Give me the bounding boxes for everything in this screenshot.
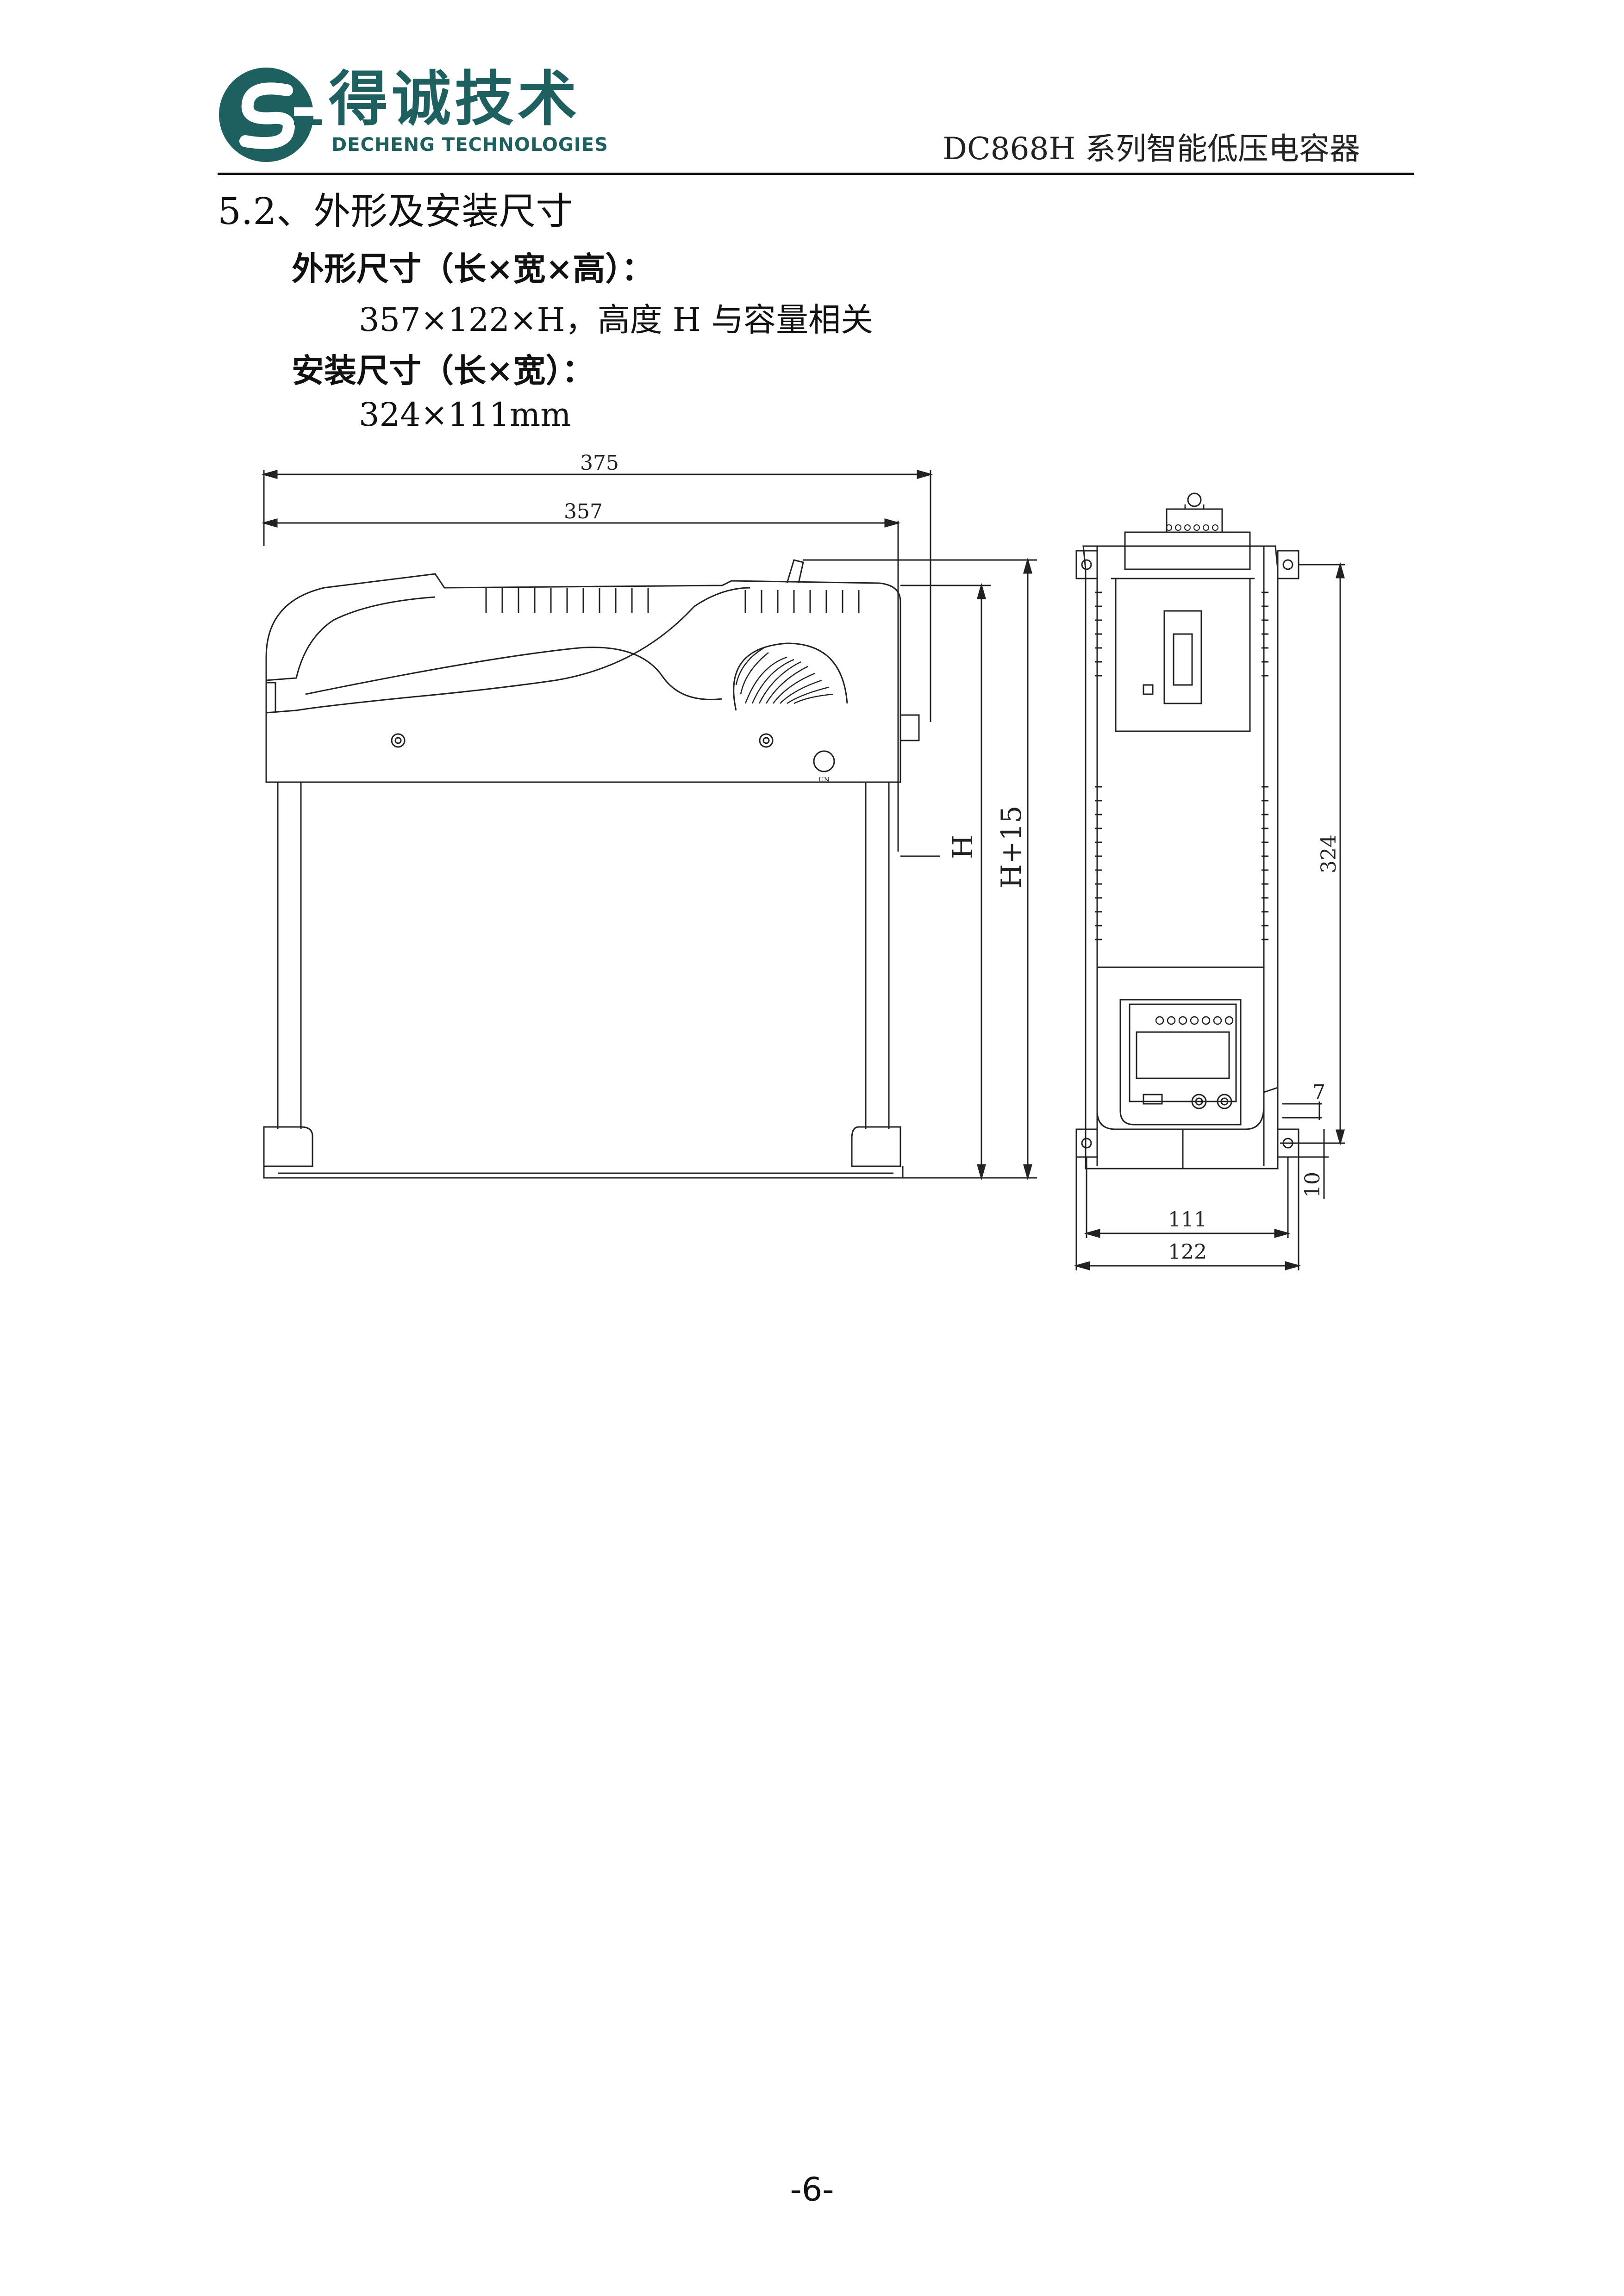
company-logo: 得诚技术 DECHENG TECHNOLOGIES <box>218 65 634 164</box>
mount-dimension-label: 安装尺寸（长×宽）： <box>292 351 594 390</box>
section-title: 5.2、外形及安装尺寸 <box>218 190 573 233</box>
run-indicator-label: UN <box>818 777 830 784</box>
outline-dimension-value: 357×122×H，高度 H 与容量相关 <box>359 301 874 339</box>
dimension-111: 111 <box>1168 1208 1207 1232</box>
dimension-H-plus-15: H+15 <box>995 806 1028 889</box>
dimension-324: 324 <box>1317 834 1341 873</box>
logo-chinese-name: 得诚技术 <box>329 65 581 134</box>
side-view: 324 7 10 111 122 <box>1074 492 1345 1270</box>
header-divider <box>218 173 1414 175</box>
logo-mark-icon <box>219 68 322 162</box>
dimension-122: 122 <box>1168 1240 1207 1264</box>
logo-english-name: DECHENG TECHNOLOGIES <box>331 134 608 156</box>
document-header-title: DC868H 系列智能低压电容器 <box>943 131 1360 167</box>
front-view: UN H H+15 375 357 <box>261 451 1037 1181</box>
page-number: -6- <box>790 2171 834 2209</box>
dimension-357: 357 <box>564 500 603 523</box>
dimension-H: H <box>947 835 979 859</box>
dimension-375: 375 <box>580 451 619 475</box>
outline-dimension-label: 外形尺寸（长×宽×高）： <box>292 249 654 288</box>
dimension-10: 10 <box>1301 1172 1324 1198</box>
dimension-7: 7 <box>1312 1081 1325 1104</box>
mount-dimension-value: 324×111mm <box>359 396 571 434</box>
